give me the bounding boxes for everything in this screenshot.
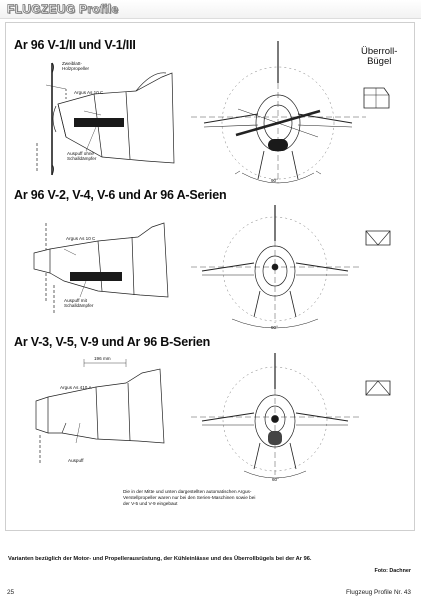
section-2-angle-label: 90° [271,325,278,330]
section-1-angle-label: 90° [271,178,278,183]
line-drawings [33,41,391,479]
magazine-brand: FLUGZEUG Profile [7,2,119,17]
front-view-1 [191,41,366,184]
side-view-3 [35,359,165,463]
section-1-exhaust-label: Auspuff ohne Schalldämpfer [67,151,97,162]
section-2-title: Ar 96 V-2, V-4, V-6 und Ar 96 A-Serien [14,188,227,202]
figure-caption: Varianten bezüglich der Motor- und Prope… [8,556,312,562]
publication-footer: Flugzeug Profile Nr. 43 [345,589,411,596]
front-view-2 [191,205,362,329]
section-1-engine-label: Argus As 10 C [74,90,104,95]
page-header: FLUGZEUG Profile [0,0,421,19]
section-3-engine-label: Argus As 410 A [60,385,92,390]
section-1-propeller-label: Zweiblatt- Holzpropeller [62,61,90,72]
propeller-note: Die in der Mitte und unten dargestellten… [123,489,256,507]
roll-bar-3 [365,380,391,396]
section-2-engine-label: Argus As 10 C [66,236,96,241]
page-number: 25 [7,589,15,596]
section-3-exhaust-label: Auspuff [68,458,84,463]
section-3-dimension-label: 196 mm [94,356,111,361]
roll-bar-1 [363,87,390,109]
section-3-title: Ar V-3, V-5, V-9 und Ar 96 B-Serien [14,335,211,349]
roll-bar-label: Überroll- Bügel [361,46,398,67]
roll-bar-2 [365,230,391,246]
section-3-angle-label: 60° [272,477,279,482]
technical-drawing-plate: Ar 96 V-1/II und V-1/III Zweiblatt- Holz… [5,22,415,531]
section-1-title: Ar 96 V-1/II und V-1/III [14,38,136,52]
side-view-1 [36,62,175,176]
section-2-exhaust-label: Auspuff mit Schalldämpfer [64,298,94,309]
side-view-2 [33,222,169,313]
front-view-3 [191,353,362,479]
photo-credit: Foto: Dachner [374,568,411,574]
